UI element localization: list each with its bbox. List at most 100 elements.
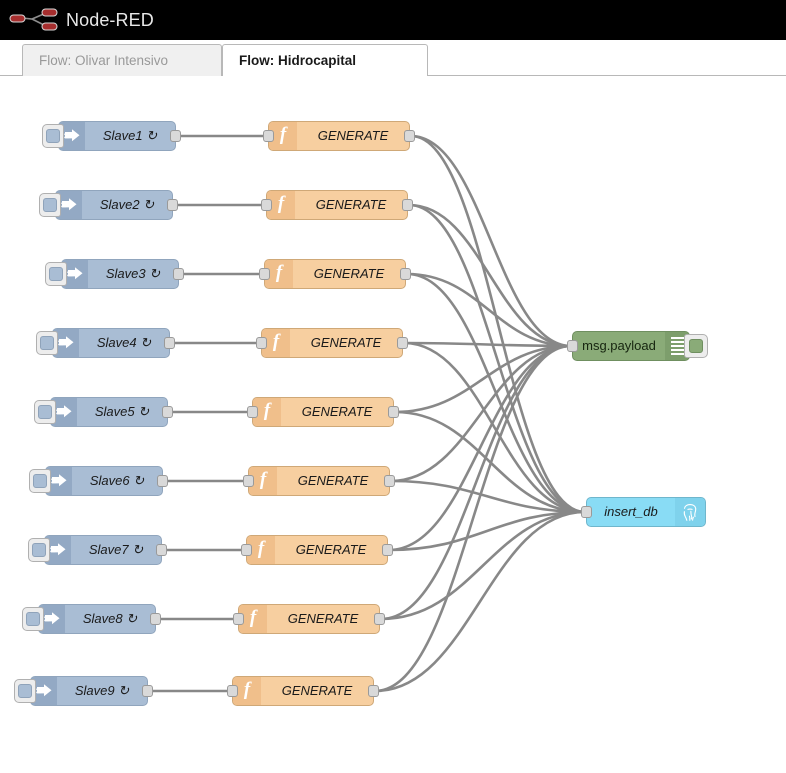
inject-trigger-button[interactable] — [42, 124, 64, 148]
inject-node-slave7[interactable]: Slave7 ↻ — [28, 535, 167, 565]
inject-node-slave6[interactable]: Slave6 ↻ — [29, 466, 168, 496]
node-label: GENERATE — [301, 404, 373, 419]
inject-node-slave4[interactable]: Slave4 ↻ — [36, 328, 175, 358]
node-output-port[interactable] — [397, 337, 408, 349]
wire-function-4-to-debug[interactable] — [403, 341, 572, 348]
inject-trigger-button[interactable] — [22, 607, 44, 631]
wire-function-9-to-postgres[interactable] — [374, 510, 586, 693]
inject-node-slave2[interactable]: Slave2 ↻ — [39, 190, 178, 220]
node-output-port[interactable] — [374, 613, 385, 625]
wire-function-8-to-debug[interactable] — [380, 344, 572, 621]
inject-node-slave3[interactable]: Slave3 ↻ — [45, 259, 184, 289]
node-input-port[interactable] — [261, 199, 272, 211]
node-input-port[interactable] — [567, 340, 578, 352]
inject-trigger-button[interactable] — [14, 679, 36, 703]
node-label: insert_db — [604, 504, 658, 519]
node-output-port[interactable] — [400, 268, 411, 280]
inject-button-square — [43, 198, 57, 212]
inject-trigger-button[interactable] — [36, 331, 58, 355]
node-input-port[interactable] — [581, 506, 592, 518]
node-label: Slave1 ↻ — [102, 128, 158, 143]
node-label: GENERATE — [315, 197, 387, 212]
wire-function-8-to-postgres[interactable] — [380, 510, 586, 621]
inject-button-square — [18, 684, 32, 698]
tab-label: Flow: Olivar Intensivo — [39, 53, 169, 68]
wire-function-1-to-postgres[interactable] — [410, 134, 586, 514]
node-label: msg.payload — [582, 338, 656, 353]
node-input-port[interactable] — [241, 544, 252, 556]
node-label: Slave6 ↻ — [89, 473, 145, 488]
node-label: Slave4 ↻ — [96, 335, 152, 350]
inject-node-slave5[interactable]: Slave5 ↻ — [34, 397, 173, 427]
node-output-port[interactable] — [156, 544, 167, 556]
node-output-port[interactable] — [388, 406, 399, 418]
inject-trigger-button[interactable] — [29, 469, 51, 493]
node-input-port[interactable] — [259, 268, 270, 280]
wire-function-6-to-debug[interactable] — [390, 344, 572, 483]
inject-button-square — [38, 405, 52, 419]
node-input-port[interactable] — [233, 613, 244, 625]
node-output-port[interactable] — [162, 406, 173, 418]
wire-function-3-to-debug[interactable] — [406, 272, 572, 348]
wire-function-5-to-debug[interactable] — [394, 344, 572, 414]
wire-function-7-to-postgres[interactable] — [388, 510, 586, 552]
node-output-port[interactable] — [167, 199, 178, 211]
node-label: GENERATE — [295, 542, 367, 557]
node-output-port[interactable] — [384, 475, 395, 487]
node-input-port[interactable] — [247, 406, 258, 418]
debug-button-square — [689, 339, 703, 353]
wire-function-9-to-debug[interactable] — [374, 344, 572, 693]
flow-canvas[interactable]: Slave1 ↻ Slave2 ↻ Slave3 ↻ Slave4 ↻ Slave5 ↻… — [0, 77, 786, 773]
node-output-port[interactable] — [170, 130, 181, 142]
node-output-port[interactable] — [150, 613, 161, 625]
flow-tab-bar: Flow: Olivar Intensivo Flow: Hidrocapita… — [0, 40, 786, 77]
node-output-port[interactable] — [164, 337, 175, 349]
inject-button-square — [26, 612, 40, 626]
node-input-port[interactable] — [263, 130, 274, 142]
node-label: Slave8 ↻ — [82, 611, 138, 626]
wire-function-2-to-debug[interactable] — [408, 203, 572, 348]
node-output-port[interactable] — [404, 130, 415, 142]
inject-node-slave9[interactable]: Slave9 ↻ — [14, 676, 153, 706]
postgres-node-insert-db[interactable]: insert_db — [581, 497, 706, 527]
inject-trigger-button[interactable] — [34, 400, 56, 424]
node-red-logo-icon — [9, 8, 58, 31]
node-input-port[interactable] — [227, 685, 238, 697]
debug-node-msg-payload[interactable]: msg.payload — [567, 331, 708, 361]
wire-function-1-to-debug[interactable] — [410, 134, 572, 348]
node-input-port[interactable] — [243, 475, 254, 487]
wire-layer — [148, 134, 586, 693]
debug-enable-button[interactable] — [684, 334, 708, 358]
wire-function-6-to-postgres[interactable] — [390, 479, 586, 514]
node-input-port[interactable] — [256, 337, 267, 349]
node-output-port[interactable] — [402, 199, 413, 211]
node-label: GENERATE — [287, 611, 359, 626]
node-output-port[interactable] — [157, 475, 168, 487]
wire-function-2-to-postgres[interactable] — [408, 203, 586, 514]
inject-trigger-button[interactable] — [39, 193, 61, 217]
wire-function-7-to-debug[interactable] — [388, 344, 572, 552]
tab-flow-hidrocapital[interactable]: Flow: Hidrocapital — [222, 44, 428, 77]
node-output-port[interactable] — [142, 685, 153, 697]
inject-trigger-button[interactable] — [28, 538, 50, 562]
inject-node-slave1[interactable]: Slave1 ↻ — [42, 121, 181, 151]
postgresql-elephant-icon — [675, 498, 705, 526]
tab-flow-olivar-intensivo[interactable]: Flow: Olivar Intensivo — [22, 44, 222, 76]
wire-function-4-to-postgres[interactable] — [403, 341, 586, 514]
node-label: GENERATE — [317, 128, 389, 143]
node-output-port[interactable] — [382, 544, 393, 556]
inject-trigger-button[interactable] — [45, 262, 67, 286]
node-output-port[interactable] — [173, 268, 184, 280]
inject-node-slave8[interactable]: Slave8 ↻ — [22, 604, 161, 634]
node-output-port[interactable] — [368, 685, 379, 697]
node-label: Slave9 ↻ — [74, 683, 130, 698]
